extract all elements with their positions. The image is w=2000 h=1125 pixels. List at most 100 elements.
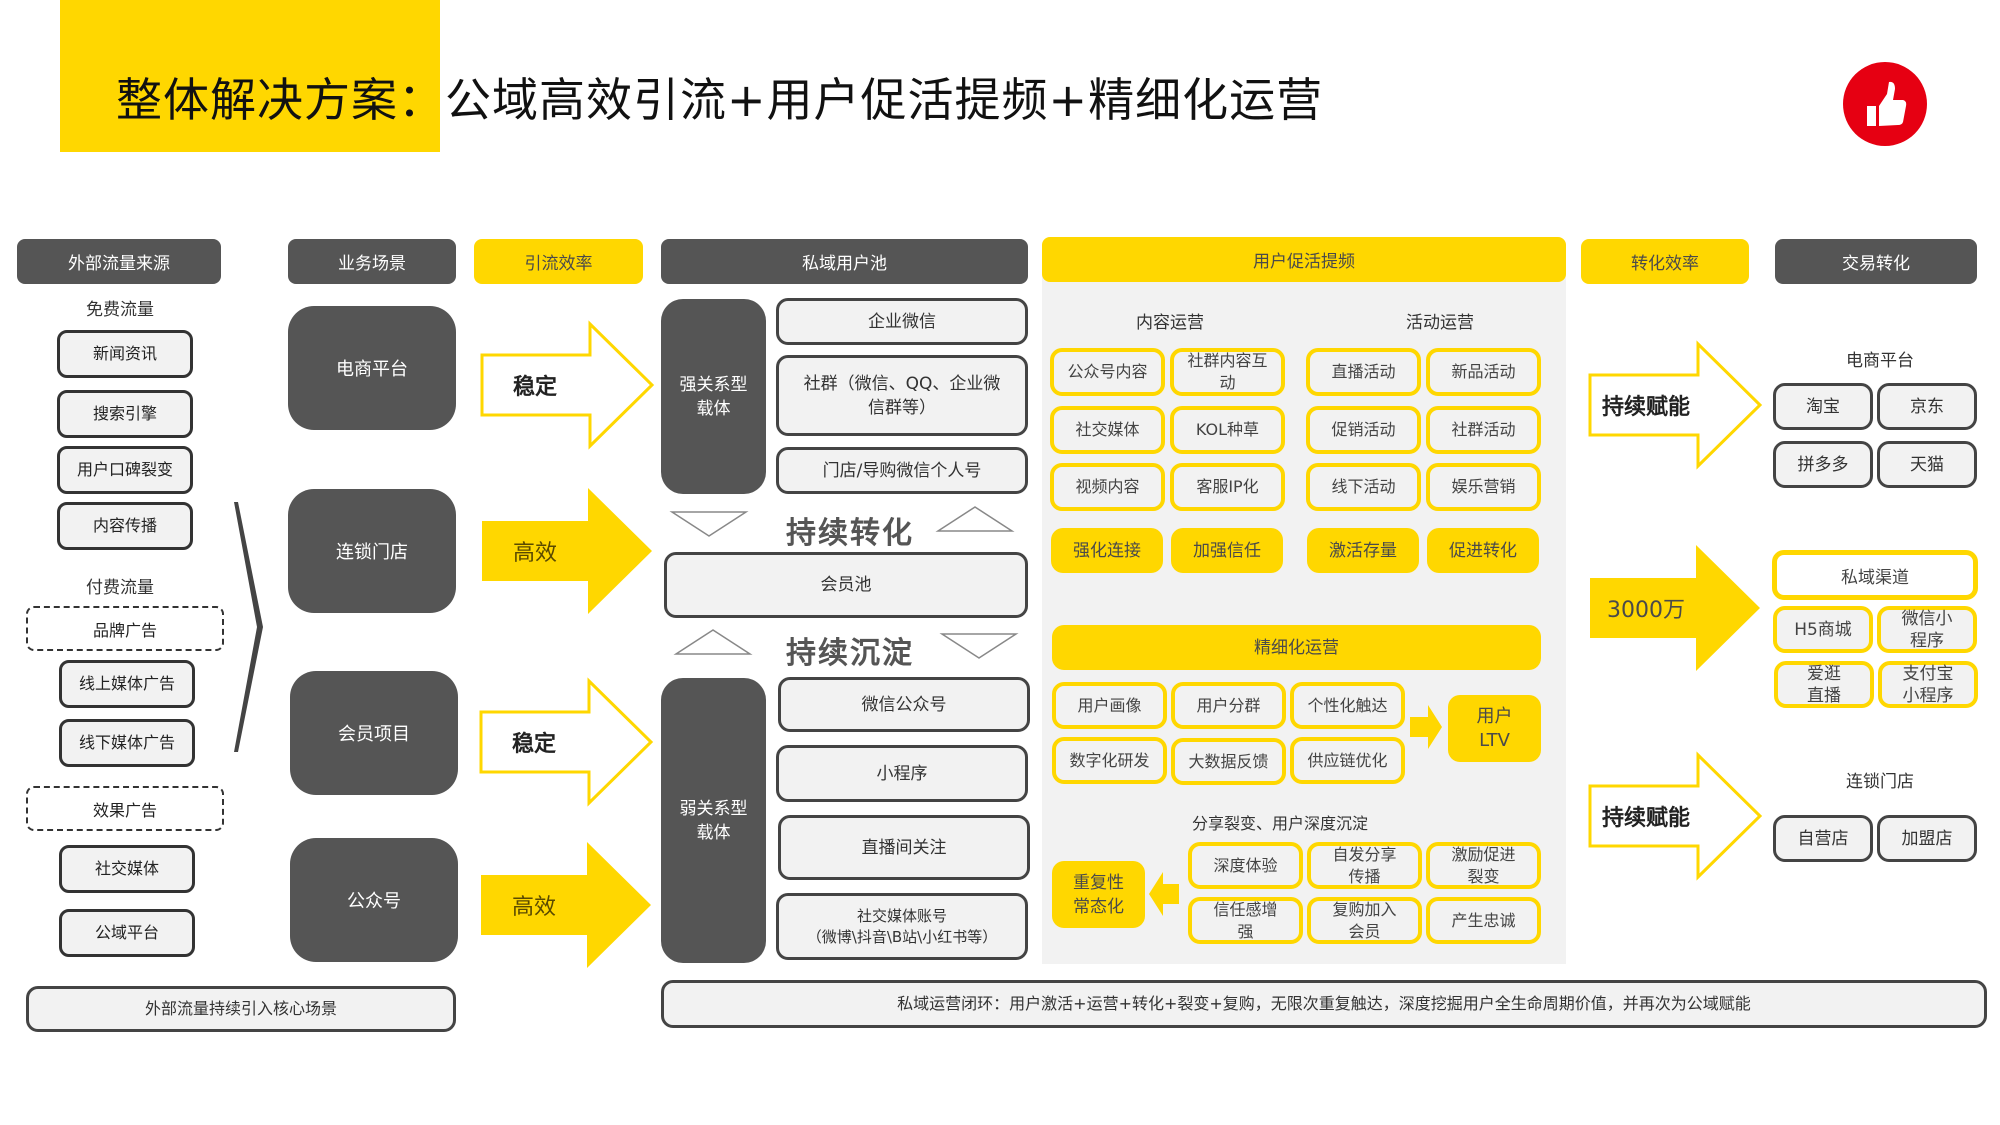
arrow-label: 稳定 [511, 732, 556, 757]
title-accent-block [60, 0, 440, 152]
arrow-label: 3000万 [1607, 598, 1685, 623]
scene-ecommerce: 电商平台 [288, 306, 456, 430]
platform-item: 天猫 [1877, 441, 1977, 488]
scenes-header: 业务场景 [288, 239, 456, 284]
strong-item: 企业微信 [776, 298, 1028, 345]
source-bracket [234, 502, 263, 752]
refined-ops-header: 精细化运营 [1052, 625, 1541, 670]
weak-carrier: 弱关系型载体 [661, 678, 766, 963]
strong-carrier: 强关系型载体 [661, 299, 766, 494]
activity-outcome: 激活存量 [1307, 528, 1419, 573]
activation-header: 用户促活提频 [1042, 237, 1566, 282]
sharing-item: 复购加入会员 [1307, 897, 1422, 944]
platform-item: 淘宝 [1773, 383, 1873, 430]
refined-item: 用户分群 [1171, 682, 1286, 729]
activity-outcome: 促进转化 [1427, 528, 1539, 573]
title-prefix: 整体解决方案： [116, 73, 445, 127]
scene-chain-store: 连锁门店 [288, 489, 456, 613]
sharing-item: 自发分享传播 [1307, 842, 1422, 889]
user-ltv: 用户LTV [1448, 695, 1541, 762]
content-ops-label: 内容运营 [1136, 312, 1204, 333]
weak-item: 微信公众号 [778, 677, 1030, 732]
weak-item: 小程序 [776, 745, 1028, 802]
content-item: 社交媒体 [1050, 406, 1165, 454]
strong-item: 门店/导购微信个人号 [776, 447, 1028, 494]
arrow-outline [479, 677, 654, 807]
store-item: 加盟店 [1877, 815, 1977, 862]
content-item: 社群内容互动 [1170, 348, 1285, 396]
arrow-outline [1588, 751, 1763, 881]
strong-item: 社群（微信、QQ、企业微信群等） [776, 355, 1028, 436]
activity-item: 线下活动 [1306, 463, 1421, 511]
sharing-item: 信任感增强 [1188, 897, 1303, 944]
traffic-efficiency-header: 引流效率 [474, 239, 643, 284]
arrow-right-icon [1410, 705, 1442, 749]
sharing-item: 产生忠诚 [1426, 897, 1541, 944]
content-outcome: 强化连接 [1051, 528, 1163, 573]
arrow-label: 高效 [511, 895, 556, 920]
source-item: 线上媒体广告 [59, 660, 195, 708]
content-item: KOL种草 [1170, 406, 1285, 454]
continuous-conversion-label: 持续转化 [786, 516, 914, 551]
refined-item: 个性化触达 [1290, 682, 1405, 729]
continuous-deposit-label: 持续沉淀 [786, 636, 914, 671]
arrow-filled [481, 842, 651, 968]
triangle-down-icon [669, 511, 749, 537]
refined-item: 数字化研发 [1052, 737, 1167, 784]
arrow-filled [1590, 545, 1760, 671]
free-traffic-label: 免费流量 [86, 299, 154, 320]
arrow-left-icon [1149, 872, 1179, 916]
source-item: 线下媒体广告 [59, 719, 195, 767]
arrow-outline [1588, 340, 1763, 470]
refined-item: 用户画像 [1052, 682, 1167, 729]
platform-item: 拼多多 [1773, 441, 1873, 488]
source-item: 公域平台 [59, 909, 195, 957]
activity-item: 社群活动 [1426, 406, 1541, 454]
channel-item: 爱逛直播 [1774, 661, 1874, 708]
sharing-item: 激励促进裂变 [1426, 842, 1541, 889]
refined-item: 供应链优化 [1290, 737, 1405, 784]
triangle-up-icon [673, 629, 753, 655]
ecommerce-label: 电商平台 [1846, 350, 1914, 371]
external-sources-header: 外部流量来源 [17, 239, 221, 284]
private-pool-header: 私域用户池 [661, 239, 1028, 284]
scene-official-account: 公众号 [290, 838, 458, 962]
refined-item: 大数据反馈 [1171, 738, 1286, 785]
arrow-label: 持续赋能 [1601, 395, 1690, 420]
channel-item: 支付宝小程序 [1878, 661, 1978, 708]
performance-ad-group: 效果广告 [26, 786, 224, 831]
arrow-label: 持续赋能 [1601, 806, 1690, 831]
loop-footer: 私域运营闭环：用户激活+运营+转化+裂变+复购，无限次重复触达，深度挖掘用户全生… [661, 980, 1987, 1028]
source-item: 用户口碑裂变 [57, 446, 193, 494]
weak-item: 直播间关注 [778, 815, 1030, 880]
activity-item: 促销活动 [1306, 406, 1421, 454]
chain-store-label: 连锁门店 [1846, 771, 1914, 792]
activity-item: 娱乐营销 [1426, 463, 1541, 511]
source-item: 内容传播 [57, 502, 193, 550]
activity-item: 直播活动 [1306, 348, 1421, 396]
title-main: 公域高效引流+用户促活提频+精细化运营 [445, 73, 1324, 127]
brand-ad-group: 品牌广告 [26, 606, 224, 651]
thumbs-up-icon [1843, 62, 1927, 146]
arrow-label: 稳定 [512, 375, 557, 400]
store-item: 自营店 [1773, 815, 1873, 862]
source-item: 新闻资讯 [57, 330, 193, 378]
content-outcome: 加强信任 [1171, 528, 1283, 573]
arrow-outline [480, 320, 655, 450]
transactions-header: 交易转化 [1775, 239, 1977, 284]
paid-traffic-label: 付费流量 [86, 577, 154, 598]
repeat-normalize: 重复性常态化 [1052, 861, 1145, 928]
weak-item: 社交媒体账号 （微博\抖音\B站\小红书等） [776, 893, 1028, 960]
content-item: 视频内容 [1050, 463, 1165, 511]
content-item: 公众号内容 [1050, 348, 1165, 396]
scene-membership: 会员项目 [290, 671, 458, 795]
conversion-efficiency-header: 转化效率 [1581, 239, 1749, 284]
channel-item: 微信小程序 [1877, 606, 1977, 653]
activity-ops-label: 活动运营 [1406, 312, 1474, 333]
platform-item: 京东 [1877, 383, 1977, 430]
content-item: 客服IP化 [1170, 463, 1285, 511]
triangle-up-icon [935, 506, 1015, 532]
page-title: 整体解决方案：公域高效引流+用户促活提频+精细化运营 [116, 70, 1323, 130]
private-channel-label: 私域渠道 [1772, 550, 1978, 600]
arrow-label: 高效 [512, 541, 557, 566]
